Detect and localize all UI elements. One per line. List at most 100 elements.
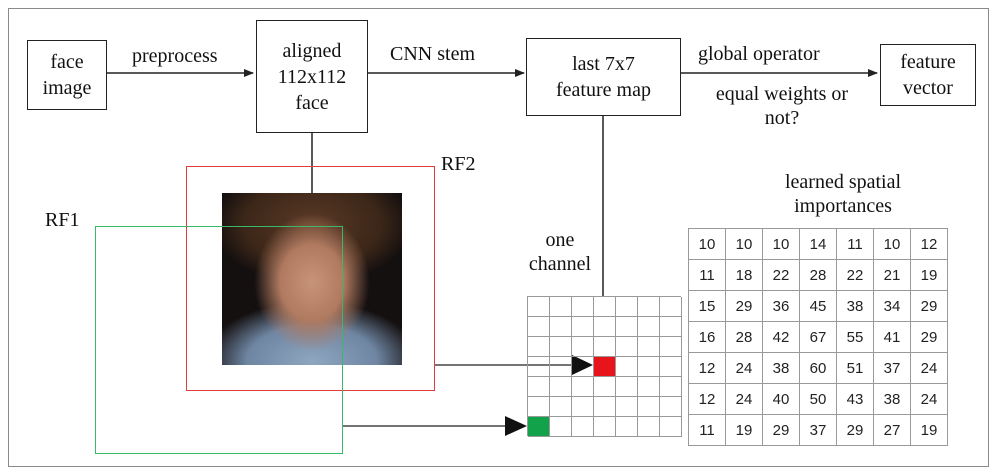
grid-cell bbox=[550, 357, 572, 377]
grid-cell bbox=[528, 317, 550, 337]
grid-cell bbox=[572, 377, 594, 397]
table-cell: 55 bbox=[836, 321, 874, 353]
grid-cell bbox=[550, 397, 572, 417]
grid-cell bbox=[572, 297, 594, 317]
face-image-box: face image bbox=[27, 40, 107, 110]
table-cell: 24 bbox=[910, 352, 948, 384]
table-cell: 29 bbox=[836, 414, 874, 446]
table-cell: 29 bbox=[910, 321, 948, 353]
table-cell: 27 bbox=[873, 414, 911, 446]
table-cell: 29 bbox=[725, 290, 763, 322]
table-cell: 19 bbox=[725, 414, 763, 446]
table-cell: 19 bbox=[910, 259, 948, 291]
grid-cell bbox=[550, 377, 572, 397]
one-channel-label: one channel bbox=[528, 229, 592, 275]
grid-cell bbox=[616, 357, 638, 377]
grid-cell bbox=[572, 397, 594, 417]
table-cell: 40 bbox=[762, 383, 800, 415]
grid-cell bbox=[616, 317, 638, 337]
table-cell: 12 bbox=[688, 383, 726, 415]
table-cell: 38 bbox=[873, 383, 911, 415]
feature-channel-grid bbox=[527, 296, 682, 437]
feature-map-box: last 7x7 feature map bbox=[526, 38, 681, 116]
grid-cell bbox=[528, 397, 550, 417]
feature-vector-box: feature vector bbox=[880, 44, 976, 106]
face-photo bbox=[222, 193, 402, 365]
grid-cell bbox=[638, 377, 660, 397]
table-cell: 10 bbox=[762, 228, 800, 260]
grid-cell bbox=[550, 417, 572, 437]
table-cell: 18 bbox=[725, 259, 763, 291]
table-cell: 24 bbox=[725, 383, 763, 415]
grid-cell bbox=[528, 337, 550, 357]
table-cell: 11 bbox=[688, 414, 726, 446]
arrowhead-green-cell bbox=[505, 416, 527, 436]
aligned-face-box: aligned 112x112 face bbox=[256, 20, 368, 133]
rf1-receptive-field bbox=[95, 226, 343, 454]
grid-cell bbox=[528, 377, 550, 397]
grid-cell bbox=[660, 357, 682, 377]
grid-cell bbox=[660, 317, 682, 337]
grid-cell bbox=[660, 417, 682, 437]
grid-cell bbox=[660, 377, 682, 397]
table-cell: 10 bbox=[873, 228, 911, 260]
grid-cell bbox=[550, 317, 572, 337]
grid-cell bbox=[638, 357, 660, 377]
grid-cell bbox=[572, 417, 594, 437]
rf2-receptive-field bbox=[186, 166, 435, 391]
arrowhead-red-cell bbox=[572, 355, 593, 375]
grid-cell bbox=[594, 317, 616, 337]
grid-cell bbox=[594, 417, 616, 437]
table-cell: 42 bbox=[762, 321, 800, 353]
grid-cell bbox=[616, 297, 638, 317]
table-cell: 24 bbox=[725, 352, 763, 384]
table-cell: 28 bbox=[799, 259, 837, 291]
grid-cell bbox=[616, 337, 638, 357]
grid-cell bbox=[638, 337, 660, 357]
grid-cell bbox=[572, 337, 594, 357]
table-cell: 10 bbox=[688, 228, 726, 260]
grid-cell bbox=[638, 397, 660, 417]
table-cell: 22 bbox=[836, 259, 874, 291]
table-cell: 22 bbox=[762, 259, 800, 291]
grid-cell bbox=[660, 397, 682, 417]
grid-cell bbox=[594, 337, 616, 357]
grid-cell bbox=[616, 397, 638, 417]
grid-cell bbox=[638, 297, 660, 317]
grid-cell-red bbox=[594, 357, 616, 377]
edge-label-equal-weights: equal weights or not? bbox=[715, 83, 849, 129]
table-cell: 19 bbox=[910, 414, 948, 446]
table-cell: 11 bbox=[688, 259, 726, 291]
table-cell: 37 bbox=[873, 352, 911, 384]
table-cell: 38 bbox=[762, 352, 800, 384]
table-cell: 67 bbox=[799, 321, 837, 353]
grid-cell bbox=[550, 337, 572, 357]
edge-label-global-operator: global operator bbox=[698, 43, 820, 65]
grid-cell bbox=[572, 357, 594, 377]
grid-cell bbox=[594, 377, 616, 397]
grid-cell bbox=[572, 317, 594, 337]
table-cell: 41 bbox=[873, 321, 911, 353]
table-cell: 29 bbox=[910, 290, 948, 322]
grid-cell bbox=[616, 417, 638, 437]
table-cell: 14 bbox=[799, 228, 837, 260]
table-cell: 38 bbox=[836, 290, 874, 322]
rf2-label: RF2 bbox=[441, 153, 476, 175]
grid-cell bbox=[638, 417, 660, 437]
table-cell: 45 bbox=[799, 290, 837, 322]
grid-cell bbox=[528, 357, 550, 377]
grid-cell bbox=[594, 297, 616, 317]
table-cell: 16 bbox=[688, 321, 726, 353]
table-cell: 21 bbox=[873, 259, 911, 291]
edge-label-cnn-stem: CNN stem bbox=[390, 43, 475, 65]
grid-cell bbox=[638, 317, 660, 337]
table-cell: 12 bbox=[910, 228, 948, 260]
